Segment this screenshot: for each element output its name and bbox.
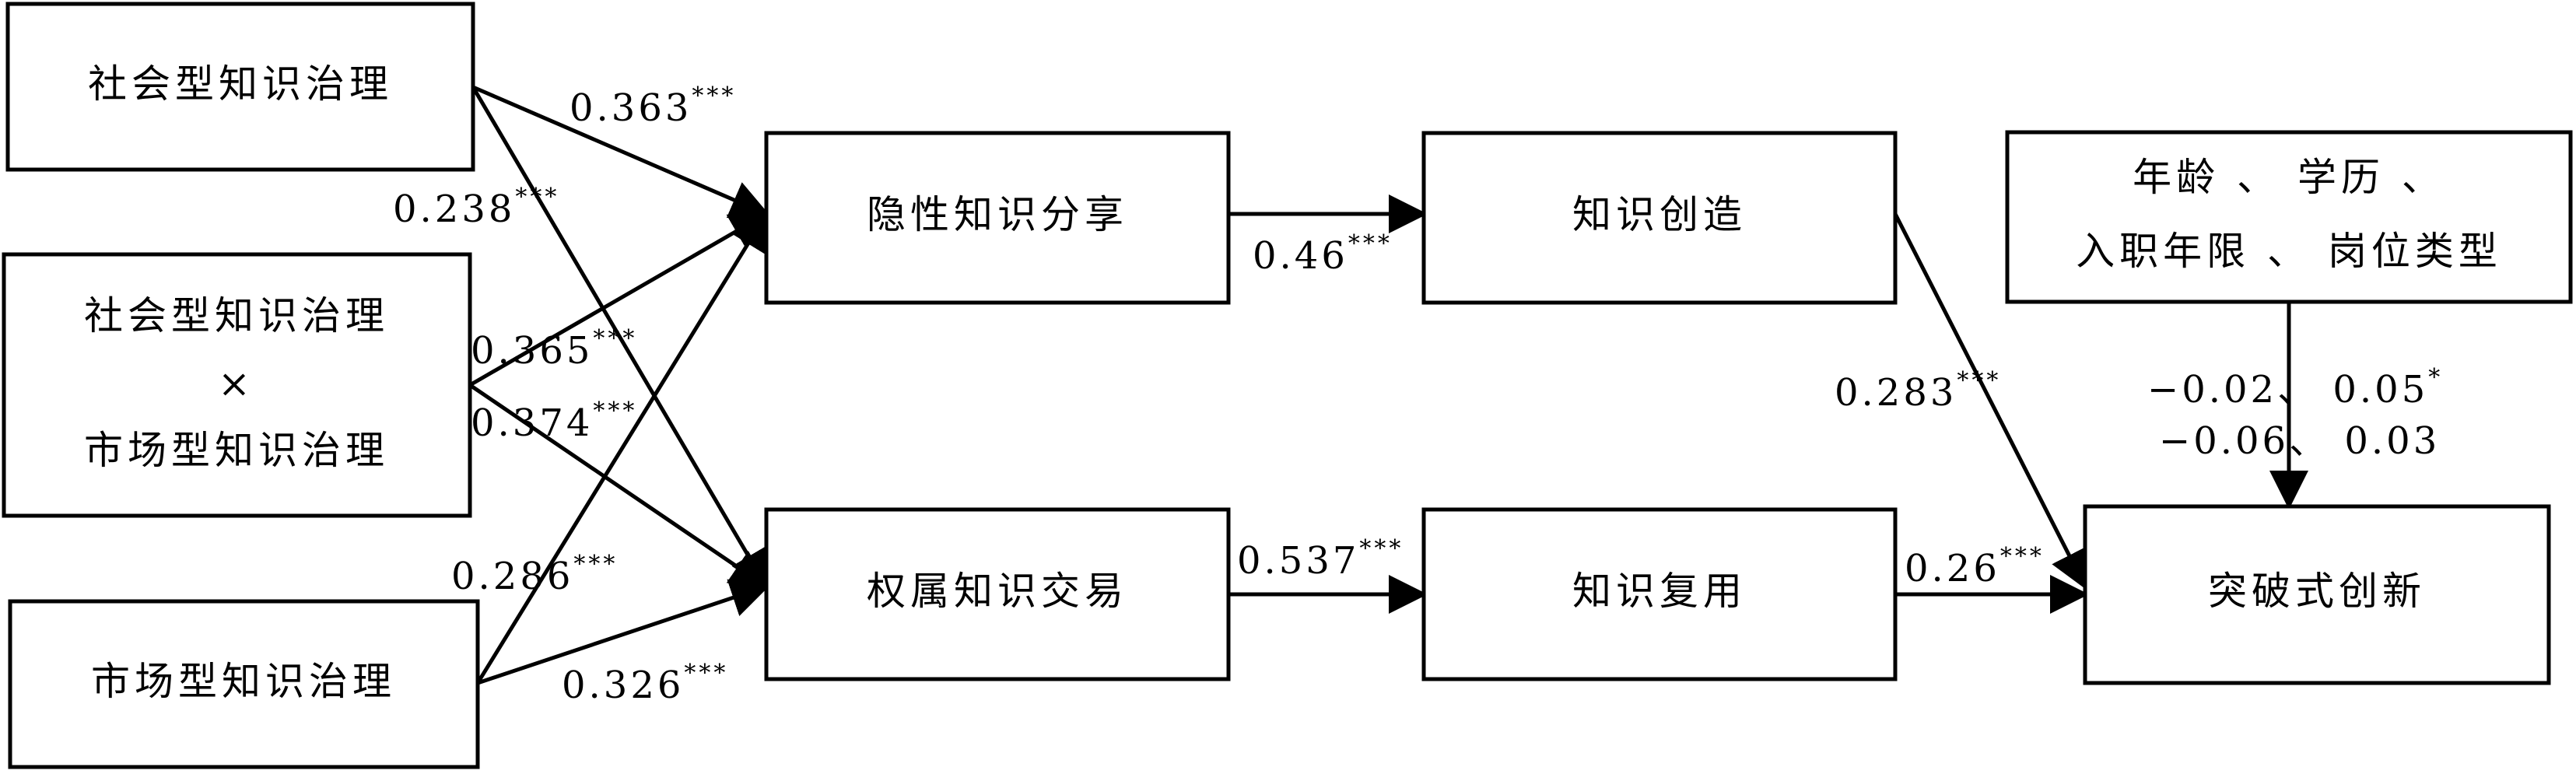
coef-interaction-to-tacit: 0.365*** [471, 325, 637, 373]
node-controls-line2: 入职年限 、 岗位类型 [2076, 229, 2502, 274]
node-breakthrough-label: 突破式创新 [2208, 569, 2426, 614]
node-interaction-line1: 社会型知识治理 [84, 293, 389, 338]
node-property-trading-label: 权属知识交易 [867, 569, 1128, 614]
node-interaction-line2: 市场型知识治理 [84, 428, 389, 473]
edge-social-to-tacit [472, 85, 770, 219]
node-knowledge-creation-label: 知识创造 [1572, 192, 1747, 237]
coef-social-to-property: 0.238*** [393, 184, 559, 231]
node-tacit-sharing: 隐性知识分享 [764, 131, 1231, 305]
node-knowledge-reuse-label: 知识复用 [1572, 569, 1747, 614]
node-controls: 年龄 、 学历 、 入职年限 、 岗位类型 [2005, 130, 2573, 304]
coef-market-to-tacit: 0.286*** [451, 551, 618, 598]
edge-market-to-tacit [475, 210, 769, 685]
node-breakthrough: 突破式创新 [2083, 504, 2551, 685]
edges [468, 85, 2308, 685]
node-market-gov-label: 市场型知识治理 [91, 659, 396, 704]
coef-controls-line2: −0.06、 0.03 [2159, 419, 2440, 463]
node-knowledge-creation: 知识创造 [1421, 131, 1898, 305]
node-property-trading: 权属知识交易 [764, 507, 1231, 681]
node-knowledge-reuse: 知识复用 [1421, 507, 1898, 681]
node-interaction: 社会型知识治理 × 市场型知识治理 [2, 252, 472, 518]
node-social-gov-label: 社会型知识治理 [88, 61, 393, 107]
coef-property-to-reuse: 0.537*** [1237, 535, 1404, 583]
edge-interaction-to-property [468, 383, 770, 589]
edge-market-to-property [477, 579, 770, 685]
coef-market-to-property: 0.326*** [562, 660, 728, 707]
node-social-gov: 社会型知识治理 [5, 2, 475, 172]
node-market-gov: 市场型知识治理 [8, 599, 480, 769]
edge-creation-to-breakthrough [1893, 212, 2087, 590]
coef-controls-line1: −0.02、 0.05* [2147, 364, 2443, 412]
coef-interaction-to-property: 0.374*** [471, 398, 637, 445]
coef-creation-to-breakthrough: 0.283*** [1835, 367, 2001, 415]
node-interaction-symbol: × [218, 361, 255, 406]
coefficient-labels: 0.363*** 0.238*** 0.365*** 0.374*** 0.28… [393, 82, 2443, 707]
edge-social-to-property [471, 86, 769, 590]
edge-interaction-to-tacit [468, 212, 770, 387]
coef-reuse-to-breakthrough: 0.26*** [1905, 543, 2045, 590]
node-tacit-sharing-label: 隐性知识分享 [867, 192, 1128, 237]
coef-tacit-to-creation: 0.46*** [1253, 230, 1393, 278]
node-controls-line1: 年龄 、 学历 、 [2133, 155, 2445, 200]
coef-social-to-tacit: 0.363*** [570, 82, 736, 130]
